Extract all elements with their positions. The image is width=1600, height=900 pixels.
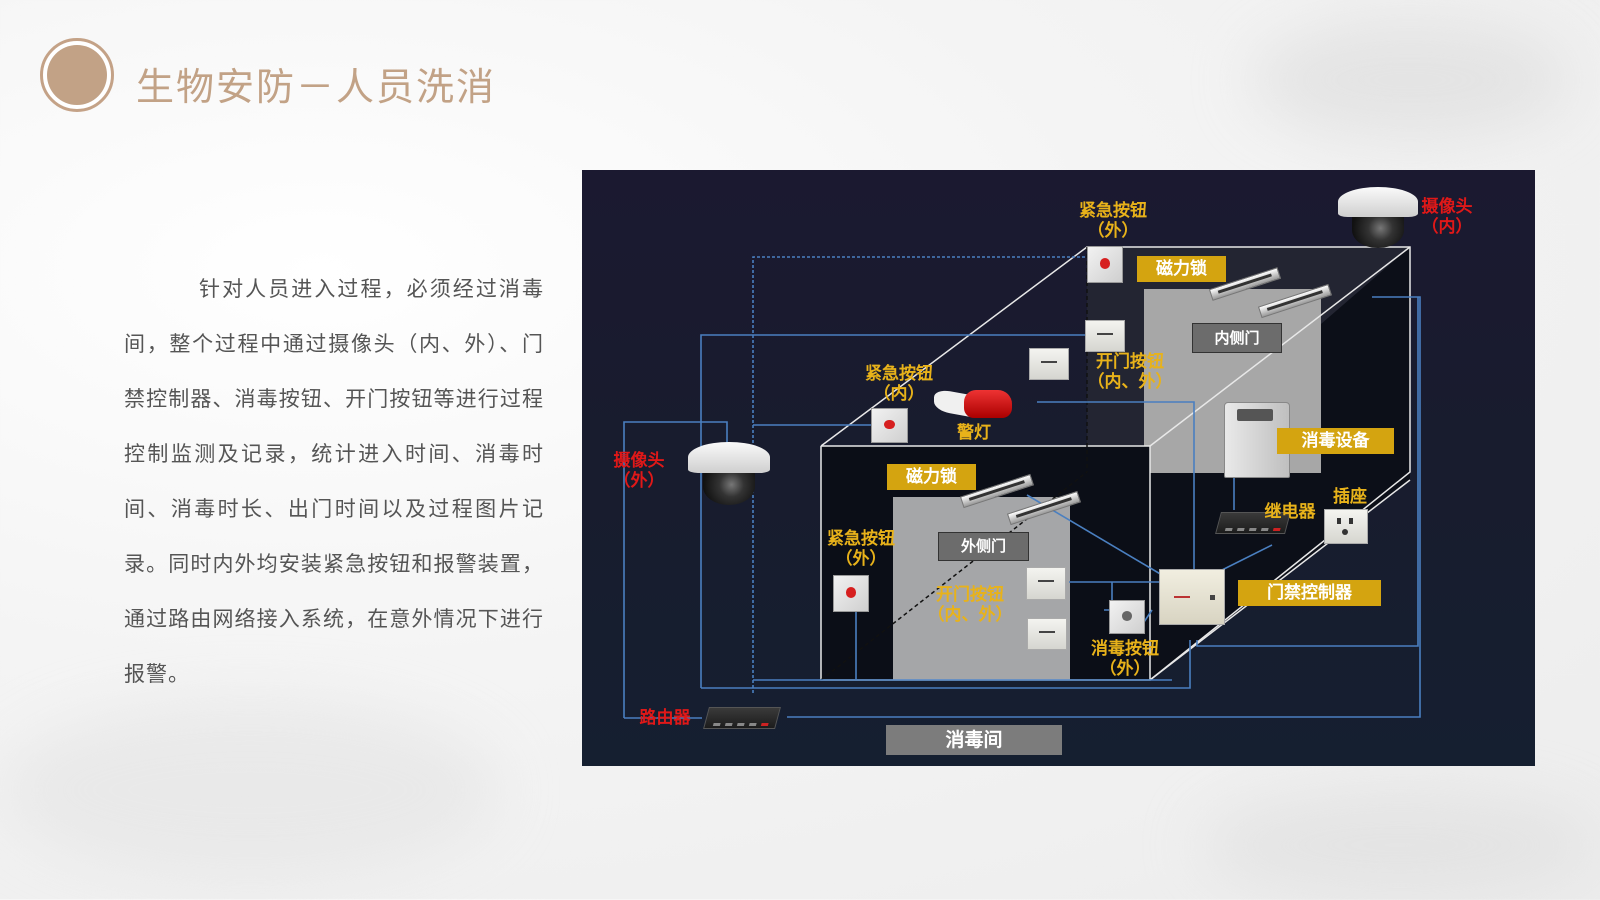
open-button-plate-icon xyxy=(1027,618,1067,650)
emergency-button-inner-icon xyxy=(871,408,908,443)
router-icon xyxy=(703,707,781,729)
label-emergency-button-inner: 紧急按钮（内） xyxy=(865,364,933,404)
wire xyxy=(752,256,1087,693)
page-title: 生物安防－人员洗消 xyxy=(136,65,497,109)
wire xyxy=(787,296,1421,718)
socket-icon xyxy=(1324,509,1368,544)
tag-disinfection-device: 消毒设备 xyxy=(1277,428,1394,454)
label-camera-inner: 摄像头（内） xyxy=(1421,197,1473,237)
alarm-light-icon xyxy=(934,386,1014,422)
background-texture xyxy=(0,700,500,880)
label-socket: 插座 xyxy=(1333,487,1367,507)
tag-access-controller: 门禁控制器 xyxy=(1238,580,1381,606)
open-button-plate-icon xyxy=(1026,567,1066,600)
label-camera-outer: 摄像头（外） xyxy=(613,451,665,491)
wire xyxy=(701,640,1191,689)
access-controller-icon xyxy=(1159,569,1225,625)
room-label-disinfection-room: 消毒间 xyxy=(886,725,1062,755)
label-relay: 继电器 xyxy=(1264,502,1316,522)
disinfection-room-diagram: 紧急按钮（外） 摄像头（内） 磁力锁 内侧门 紧急按钮（内） 警灯 开门按钮（内… xyxy=(582,170,1535,766)
tag-inner-door: 内侧门 xyxy=(1192,323,1282,353)
wire xyxy=(700,334,1087,688)
background-texture xyxy=(1250,20,1570,140)
camera-outer-icon xyxy=(688,442,770,506)
camera-inner-icon xyxy=(1338,187,1418,249)
wire xyxy=(1196,297,1419,647)
disinfect-button-icon xyxy=(1109,600,1145,634)
tag-outer-door: 外侧门 xyxy=(938,532,1029,561)
tag-maglock-inner: 磁力锁 xyxy=(1137,256,1226,282)
description-paragraph: 针对人员进入过程，必须经过消毒间，整个过程中通过摄像头（内、外）、门禁控制器、消… xyxy=(124,277,544,686)
open-button-plate-icon xyxy=(1085,320,1125,352)
label-alarm-light: 警灯 xyxy=(957,423,991,443)
wire xyxy=(1037,401,1195,570)
label-open-button-upper: 开门按钮（内、外） xyxy=(1087,352,1173,392)
label-emergency-button-outer-top: 紧急按钮（外） xyxy=(1079,201,1147,241)
label-open-button-lower: 开门按钮（内、外） xyxy=(927,585,1013,625)
tag-maglock-outer: 磁力锁 xyxy=(887,464,976,490)
wire xyxy=(623,421,728,718)
label-disinfect-button: 消毒按钮（外） xyxy=(1091,639,1159,679)
open-button-plate-icon xyxy=(1029,348,1069,380)
label-router: 路由器 xyxy=(639,708,691,728)
title-bullet-icon xyxy=(40,38,114,112)
emergency-button-outer-top-icon xyxy=(1087,246,1123,283)
emergency-button-outer-left-icon xyxy=(833,575,869,612)
label-emergency-button-outer-left: 紧急按钮（外） xyxy=(827,529,895,569)
background-texture xyxy=(1200,790,1600,900)
